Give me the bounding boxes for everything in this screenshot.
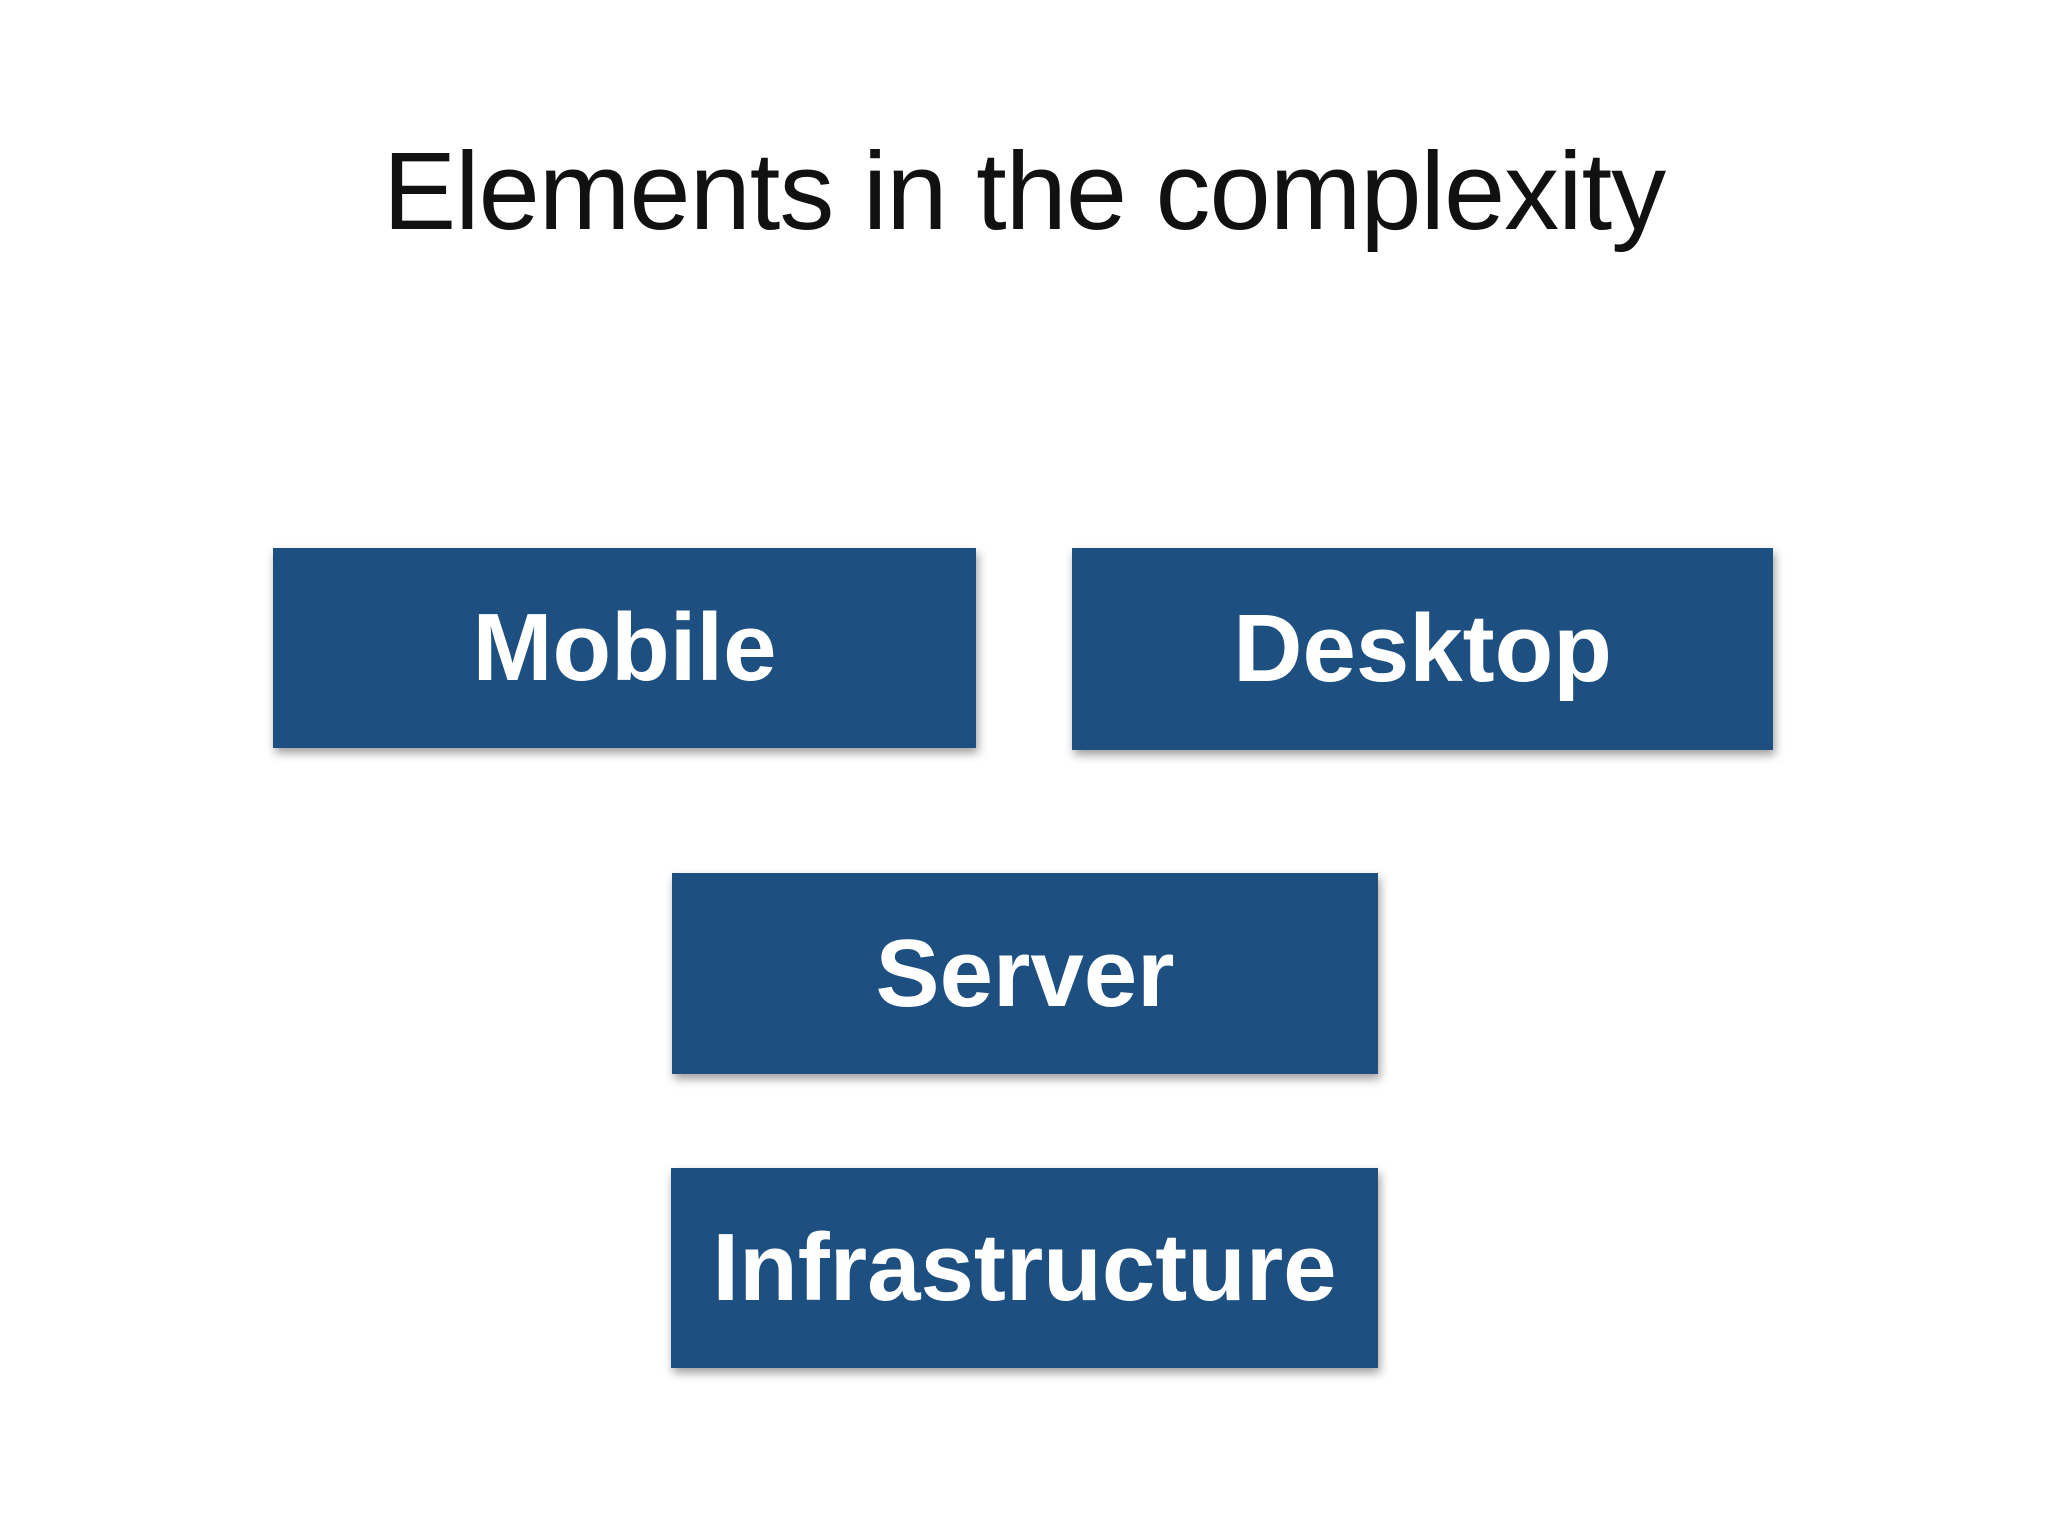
slide-title: Elements in the complexity: [382, 130, 1666, 253]
box-server-label: Server: [875, 919, 1175, 1027]
box-mobile: Mobile: [273, 548, 976, 748]
box-infrastructure-label: Infrastructure: [712, 1214, 1337, 1321]
box-infrastructure: Infrastructure: [671, 1168, 1378, 1368]
box-server: Server: [672, 873, 1378, 1074]
box-desktop: Desktop: [1072, 548, 1773, 750]
box-mobile-label: Mobile: [472, 594, 777, 701]
box-desktop-label: Desktop: [1233, 595, 1612, 702]
